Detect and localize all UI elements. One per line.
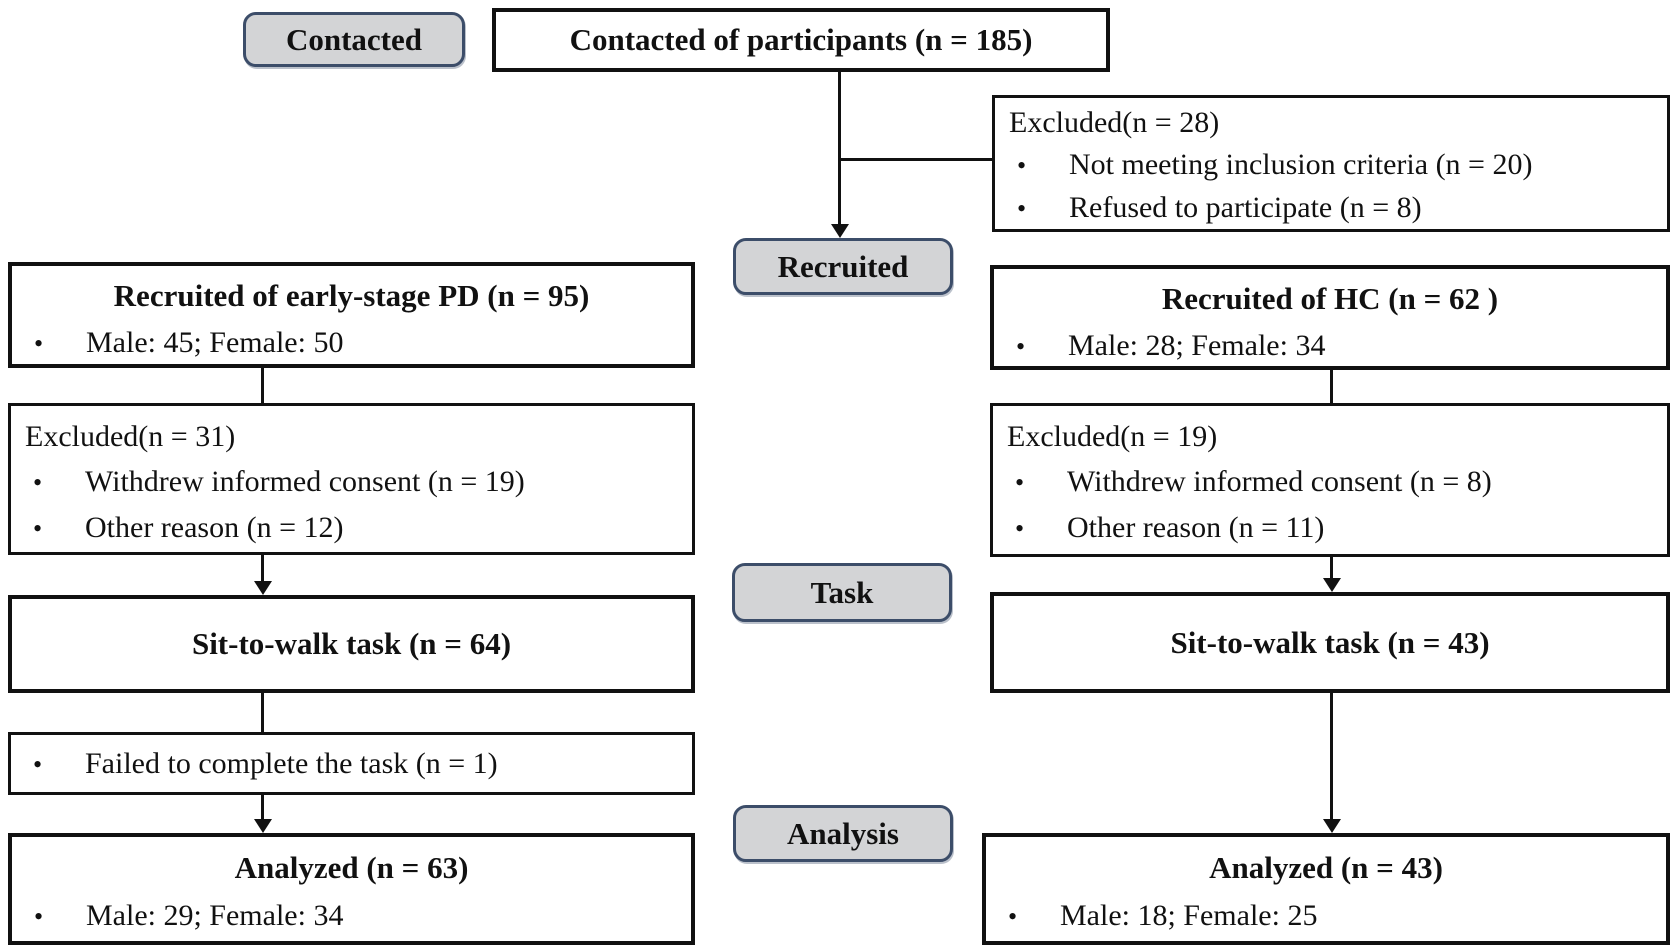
list-item: • Male: 29; Female: 34 <box>12 893 691 939</box>
box-task-pd-title: Sit-to-walk task (n = 64) <box>191 626 512 661</box>
bullet-icon: • <box>1008 902 1018 931</box>
excluded-initial-bullet-2: Refused to participate (n = 8) <box>1069 191 1422 224</box>
stage-label-contacted-text: Contacted <box>285 21 423 57</box>
excluded-initial-bullet-1: Not meeting inclusion criteria (n = 20) <box>1069 148 1533 181</box>
bullet-icon: • <box>1015 468 1025 497</box>
arrowhead-into-recruited <box>831 224 849 238</box>
recruited-pd-bullet-1: Male: 45; Female: 50 <box>86 326 344 359</box>
list-item: • Male: 45; Female: 50 <box>12 320 691 366</box>
stage-label-recruited: Recruited <box>733 238 953 295</box>
excluded-pd-bullet-2: Other reason (n = 12) <box>85 511 344 544</box>
box-analyzed-pd-title: Analyzed (n = 63) <box>234 850 469 885</box>
box-recruited-pd-title: Recruited of early-stage PD (n = 95) <box>113 278 590 313</box>
box-analyzed-hc: Analyzed (n = 43) • Male: 18; Female: 25 <box>982 833 1670 945</box>
box-excluded-hc: Excluded(n = 19) • Withdrew informed con… <box>990 403 1670 557</box>
list-item: • Not meeting inclusion criteria (n = 20… <box>995 144 1667 187</box>
bullet-icon: • <box>1017 194 1027 223</box>
bullet-icon: • <box>33 514 43 543</box>
stage-label-task-text: Task <box>810 574 874 610</box>
arrowhead-into-task-hc <box>1323 578 1341 592</box>
excluded-hc-bullet-1: Withdrew informed consent (n = 8) <box>1067 465 1492 498</box>
connector-excluded-to-task-hc <box>1330 557 1333 580</box>
connector-task-to-analyzed-hc <box>1330 693 1333 821</box>
box-excluded-initial: Excluded(n = 28) • Not meeting inclusion… <box>992 95 1670 232</box>
connector-hc-to-excluded <box>1330 370 1333 403</box>
bullet-icon: • <box>1017 151 1027 180</box>
list-item: • Withdrew informed consent (n = 19) <box>11 459 692 505</box>
connector-failed-to-analyzed-pd <box>261 795 264 821</box>
box-recruited-hc: Recruited of HC (n = 62 ) • Male: 28; Fe… <box>990 265 1670 370</box>
connector-contacted-to-recruited <box>838 72 841 226</box>
list-item: • Male: 18; Female: 25 <box>986 893 1666 939</box>
analyzed-hc-bullet-1: Male: 18; Female: 25 <box>1060 899 1318 932</box>
box-failed-pd: • Failed to complete the task (n = 1) <box>8 732 695 795</box>
excluded-hc-bullet-2: Other reason (n = 11) <box>1067 511 1325 544</box>
bullet-icon: • <box>34 902 44 931</box>
list-item: • Other reason (n = 11) <box>993 505 1667 551</box>
box-task-pd: Sit-to-walk task (n = 64) <box>8 595 695 693</box>
stage-label-contacted: Contacted <box>243 12 465 67</box>
bullet-icon: • <box>34 329 44 358</box>
stage-label-task: Task <box>732 563 952 622</box>
connector-pd-to-excluded <box>261 368 264 403</box>
bullet-icon: • <box>1016 332 1026 361</box>
stage-label-analysis: Analysis <box>733 805 953 862</box>
list-item: • Failed to complete the task (n = 1) <box>11 747 692 781</box>
bullet-icon: • <box>33 468 43 497</box>
box-excluded-hc-title: Excluded(n = 19) <box>1007 420 1218 453</box>
box-task-hc: Sit-to-walk task (n = 43) <box>990 592 1670 693</box>
arrowhead-into-analyzed-pd <box>254 819 272 833</box>
list-item: • Other reason (n = 12) <box>11 505 692 551</box>
box-recruited-pd: Recruited of early-stage PD (n = 95) • M… <box>8 262 695 368</box>
recruited-hc-bullet-1: Male: 28; Female: 34 <box>1068 329 1326 362</box>
box-task-hc-title: Sit-to-walk task (n = 43) <box>1170 624 1490 660</box>
box-contacted-total-title: Contacted of participants (n = 185) <box>569 22 1033 57</box>
arrowhead-into-task-pd <box>254 581 272 595</box>
stage-label-recruited-text: Recruited <box>777 248 909 284</box>
box-contacted-total: Contacted of participants (n = 185) <box>492 8 1110 72</box>
list-item: • Male: 28; Female: 34 <box>994 323 1666 369</box>
box-recruited-hc-title: Recruited of HC (n = 62 ) <box>1161 281 1499 316</box>
box-analyzed-pd: Analyzed (n = 63) • Male: 29; Female: 34 <box>8 833 695 945</box>
box-excluded-pd-title: Excluded(n = 31) <box>25 420 236 453</box>
bullet-icon: • <box>1015 514 1025 543</box>
excluded-pd-bullet-1: Withdrew informed consent (n = 19) <box>85 465 525 498</box>
connector-excluded-to-task-pd <box>261 555 264 583</box>
connector-branch-to-excluded-initial <box>838 158 994 161</box>
bullet-icon: • <box>33 749 43 779</box>
failed-pd-bullet-1: Failed to complete the task (n = 1) <box>85 746 498 780</box>
box-analyzed-hc-title: Analyzed (n = 43) <box>1209 850 1443 885</box>
list-item: • Refused to participate (n = 8) <box>995 187 1667 230</box>
stage-label-analysis-text: Analysis <box>787 815 899 851</box>
connector-task-to-failed-pd <box>261 693 264 732</box>
list-item: • Withdrew informed consent (n = 8) <box>993 459 1667 505</box>
arrowhead-into-analyzed-hc <box>1323 819 1341 833</box>
box-excluded-initial-title: Excluded(n = 28) <box>1009 106 1220 139</box>
analyzed-pd-bullet-1: Male: 29; Female: 34 <box>86 899 344 932</box>
box-excluded-pd: Excluded(n = 31) • Withdrew informed con… <box>8 403 695 555</box>
